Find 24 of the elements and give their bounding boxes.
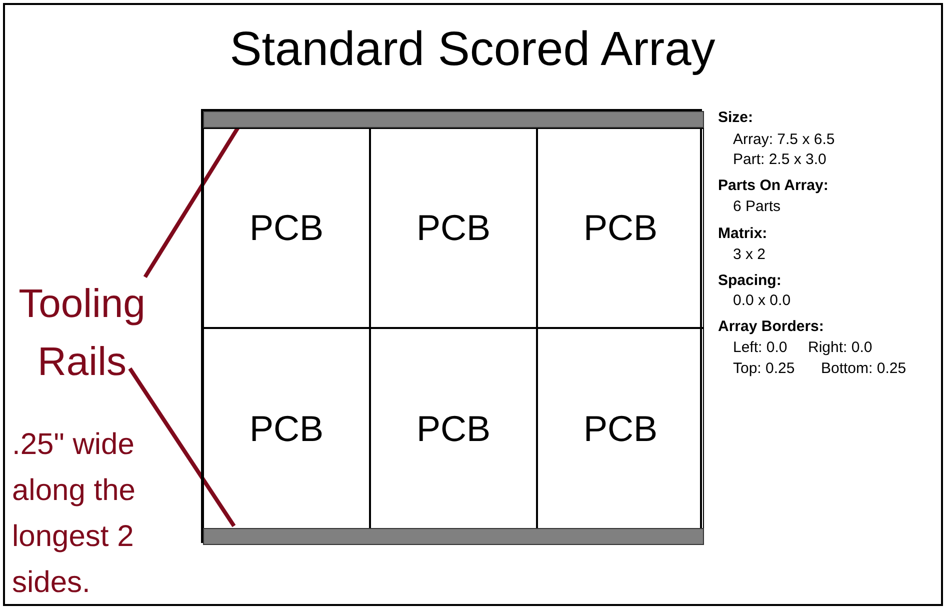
pcb-cell: PCB: [203, 128, 370, 328]
spec-value: Left: 0.0: [733, 339, 788, 356]
tooling-rail-bar: [203, 111, 704, 128]
spec-value: 3 x 2: [733, 246, 766, 263]
spec-value: Part: 2.5 x 3.0: [733, 151, 826, 168]
tooling-rail-bar: [203, 528, 704, 545]
pcb-cell: PCB: [537, 128, 704, 328]
spec-heading: Parts On Array:: [718, 177, 828, 194]
callout-text: Tooling Rails: [6, 275, 158, 385]
spec-value: 0.0 x 0.0: [733, 292, 791, 309]
leader-line: [128, 367, 236, 528]
title: Standard Scored Array: [228, 22, 716, 77]
spec-value: 6 Parts: [733, 198, 781, 215]
spec-heading: Matrix:: [718, 225, 768, 242]
spec-heading: Array Borders:: [718, 318, 824, 335]
spec-value: Top: 0.25: [733, 360, 795, 377]
spec-heading: Size:: [718, 109, 754, 126]
spec-heading: Spacing:: [718, 272, 782, 289]
spec-value: Array: 7.5 x 6.5: [733, 131, 835, 148]
spec-value: Right: 0.0: [808, 339, 872, 356]
array-board: [201, 109, 702, 543]
note-text: .25" wide along the longest 2 sides.: [12, 427, 136, 601]
spec-value: Bottom: 0.25: [821, 360, 906, 377]
pcb-cell: PCB: [370, 128, 537, 328]
